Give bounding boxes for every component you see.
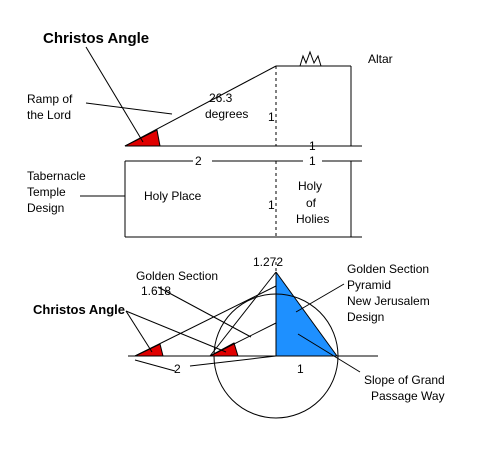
ramp-line xyxy=(124,65,277,147)
slope-grand-label-1: Slope of Grand xyxy=(364,373,445,387)
bottom-two-leader xyxy=(134,359,176,372)
christos-leader-bottom-2 xyxy=(125,310,227,353)
altar-flame-icon xyxy=(299,50,322,67)
slope-line-mid-2 xyxy=(209,322,277,357)
gs-pyramid-label-3: New Jerusalem xyxy=(347,294,430,308)
angle-unit-label: degrees xyxy=(205,107,248,121)
tab-label-2: Temple xyxy=(27,185,66,199)
christos-angle-label-bottom: Christos Angle xyxy=(33,302,125,317)
gs-pyramid-leader xyxy=(295,283,345,313)
golden-value-label: 1.618 xyxy=(141,284,171,298)
holy-place-label: Holy Place xyxy=(144,189,202,203)
ramp-section: Christos Angle Altar Ramp of the Lord 26… xyxy=(27,30,393,153)
slope-line-left xyxy=(134,285,277,357)
gs-pyramid-label-4: Design xyxy=(347,310,384,324)
bottom-one-label: 1 xyxy=(297,362,304,376)
slope-line-mid xyxy=(209,271,277,357)
pyramid-slope-line xyxy=(275,271,338,357)
bottom-two-leader-right xyxy=(189,355,277,367)
top-height-label: 1 xyxy=(268,110,275,124)
golden-section-label: Golden Section xyxy=(136,269,218,283)
mid-right-width-label: 1 xyxy=(309,154,316,168)
christos-leader-bottom-1 xyxy=(125,310,153,353)
slope-grand-label-2: Passage Way xyxy=(371,389,445,403)
bottom-two-label: 2 xyxy=(174,362,181,376)
top-base-right-label: 1 xyxy=(309,139,316,153)
gs-pyramid-label-1: Golden Section xyxy=(347,262,429,276)
slope-grand-leader xyxy=(297,333,361,373)
ramp-leader xyxy=(85,102,173,115)
golden-section-leader xyxy=(157,286,252,338)
angle-value-label: 26.3 xyxy=(209,91,233,105)
christos-angle-label-top: Christos Angle xyxy=(43,30,149,47)
tab-label-1: Tabernacle xyxy=(27,169,86,183)
tabernacle-section: 2 1 Tabernacle Temple Design Holy Place … xyxy=(27,154,362,238)
mid-height-label: 1 xyxy=(268,198,275,212)
altar-label: Altar xyxy=(368,52,393,66)
holy-holies-label-2: of xyxy=(306,196,317,210)
christos-leader-top xyxy=(85,46,144,143)
mid-left-width-label: 2 xyxy=(195,154,202,168)
pyramid-height-label: 1.272 xyxy=(253,255,283,269)
holy-holies-label-3: Holies xyxy=(296,212,329,226)
ramp-label-1: Ramp of xyxy=(27,92,73,106)
ramp-label-2: the Lord xyxy=(27,108,71,122)
holy-holies-label-1: Holy xyxy=(298,179,322,193)
pyramid-section: 1.272 Golden Section 1.618 Golden Sectio… xyxy=(33,255,445,419)
gs-pyramid-label-2: Pyramid xyxy=(347,278,391,292)
tab-label-3: Design xyxy=(27,201,64,215)
